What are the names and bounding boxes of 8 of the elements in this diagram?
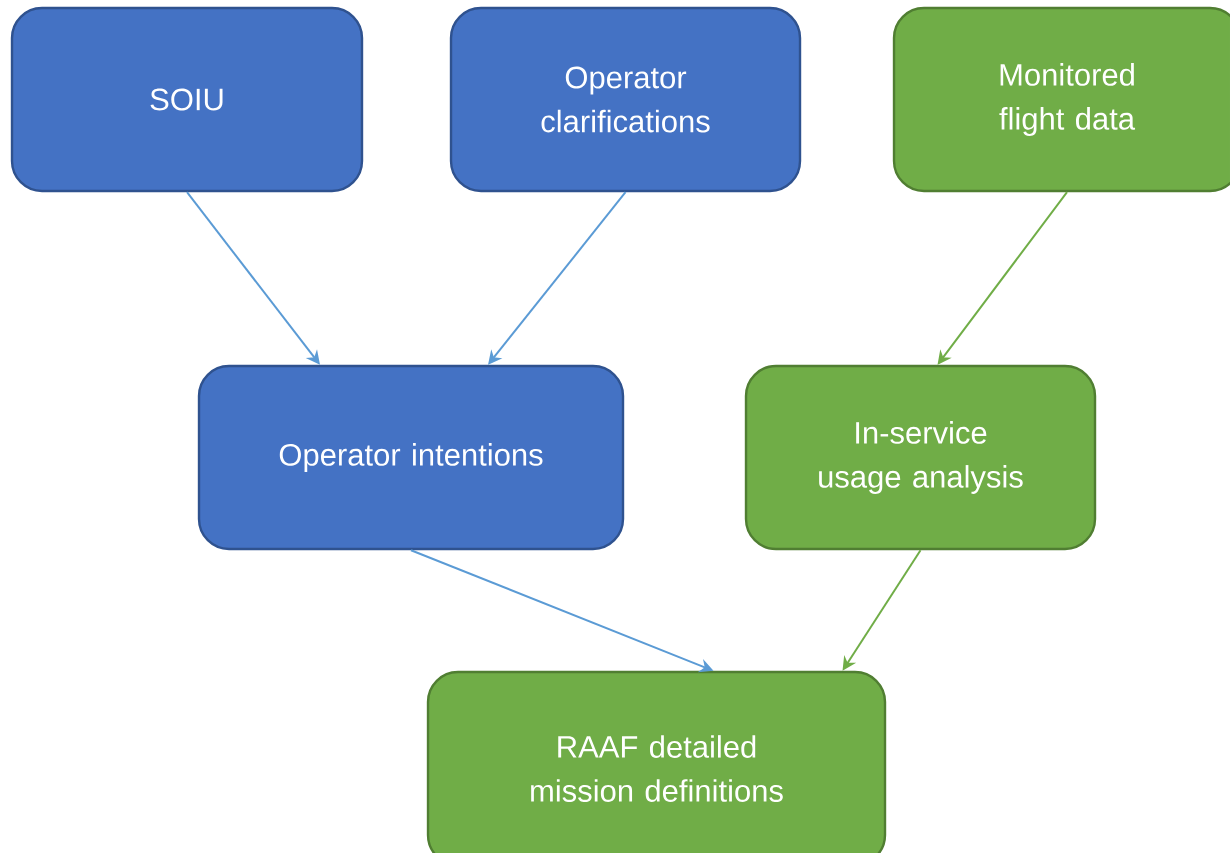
- process-box: Operator intentions: [197, 364, 625, 551]
- process-box: Monitored flight data: [892, 6, 1230, 193]
- process-box: In-service usage analysis: [744, 364, 1097, 551]
- process-box: RAAF detailed mission definitions: [426, 670, 887, 853]
- process-box: SOIU: [10, 6, 364, 193]
- process-box: Operator clarifications: [449, 6, 802, 193]
- arrow: [186, 191, 320, 365]
- arrow: [488, 191, 627, 365]
